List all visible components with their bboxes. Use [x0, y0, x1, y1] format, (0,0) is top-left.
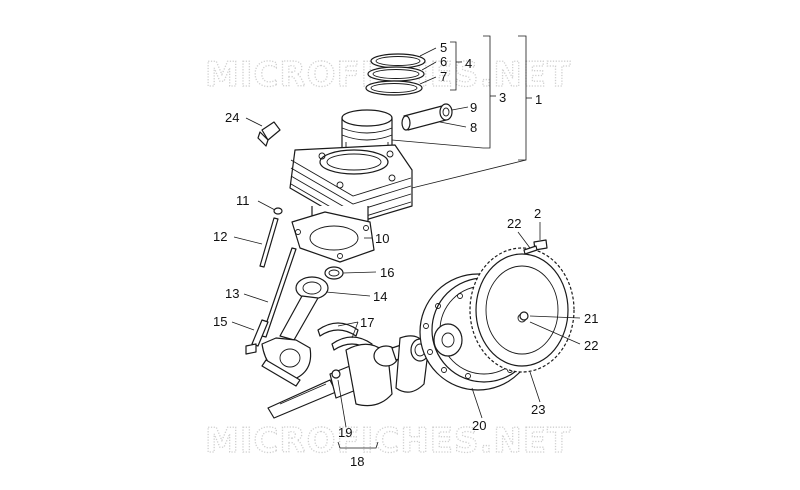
base-gasket	[291, 211, 375, 263]
piston-rings	[365, 53, 426, 96]
callout-1: 1	[535, 92, 542, 107]
callout-19: 19	[338, 425, 352, 440]
callout-5: 5	[440, 40, 447, 55]
callout-4: 4	[465, 56, 472, 71]
small-block-part	[257, 121, 281, 147]
callout-16: 16	[380, 265, 394, 280]
callout-24: 24	[225, 110, 239, 125]
callout-22-bottom: 22	[584, 338, 598, 353]
callout-8: 8	[470, 120, 477, 135]
piston-pin	[401, 103, 453, 131]
connecting-rod	[261, 276, 329, 387]
callout-labels: 1 2 3 4 5 6 7 8 9 10 11 12 13 14 15 16 1…	[213, 40, 598, 469]
callout-6: 6	[440, 54, 447, 69]
callout-9: 9	[470, 100, 477, 115]
callout-3: 3	[499, 90, 506, 105]
rod-bushing	[324, 266, 344, 280]
callout-22-top: 22	[507, 216, 521, 231]
callout-7: 7	[440, 69, 447, 84]
callout-21: 21	[584, 311, 598, 326]
callout-14: 14	[373, 289, 387, 304]
callout-15: 15	[213, 314, 227, 329]
stud-bolts	[245, 207, 297, 355]
callout-18: 18	[350, 454, 364, 469]
callout-2: 2	[534, 206, 541, 221]
leader-lines	[231, 35, 581, 449]
callout-12: 12	[213, 229, 227, 244]
flywheel-bolts	[519, 239, 548, 321]
crankshaft	[267, 335, 430, 419]
callout-10: 10	[375, 231, 389, 246]
callout-17: 17	[360, 315, 374, 330]
callout-13: 13	[225, 286, 239, 301]
callout-11: 11	[236, 193, 250, 208]
ring-gear	[469, 247, 575, 373]
callout-20: 20	[472, 418, 486, 433]
callout-23: 23	[531, 402, 545, 417]
watermark-bottom: MICROFICHES.NET	[205, 421, 571, 461]
